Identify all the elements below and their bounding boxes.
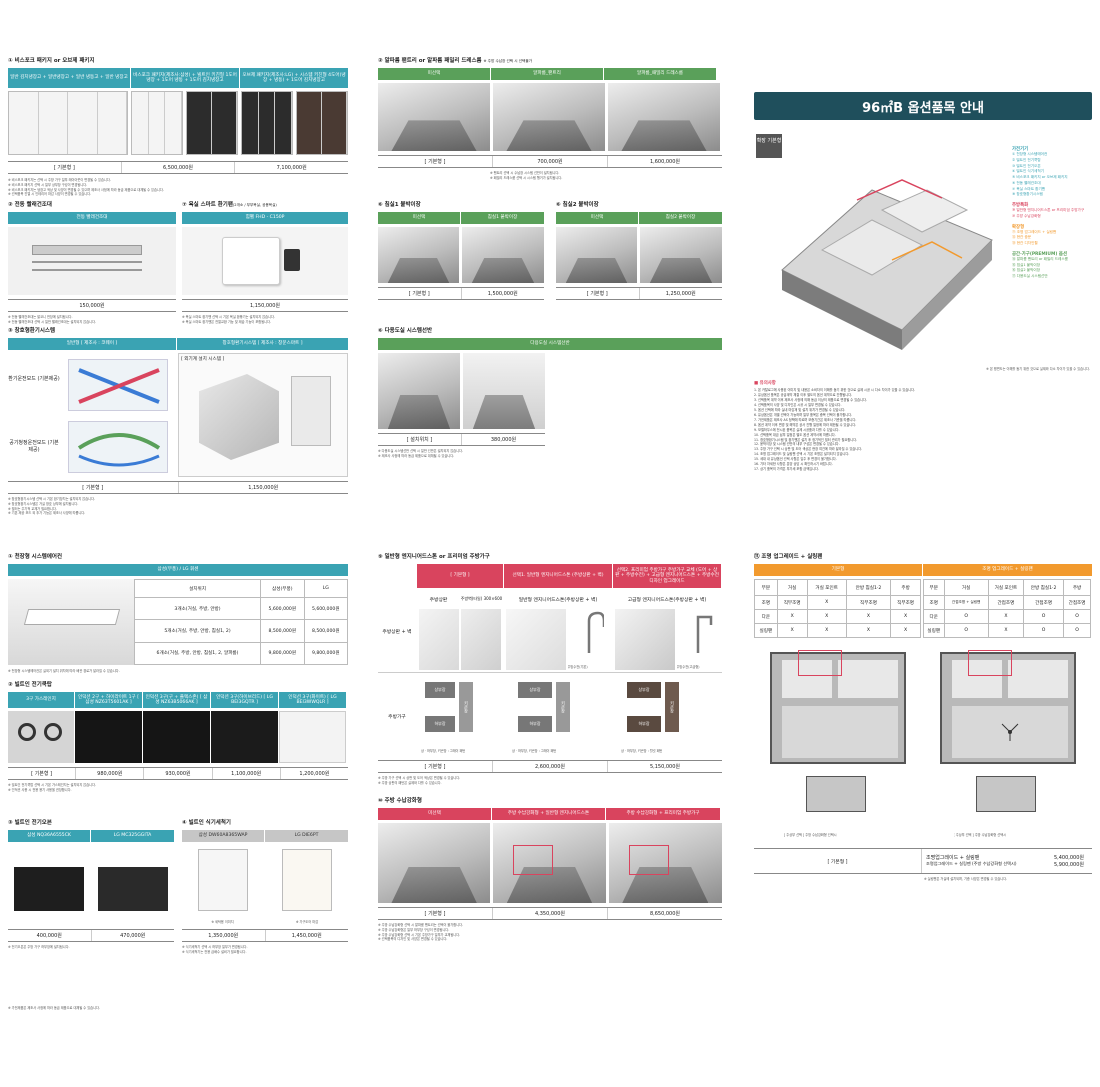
section-bespoke: ① 비스포크 패키지 or 오브제 패키지 일반 김치냉장고 + 일반냉장고 +… [8, 56, 348, 197]
ceiling-fan-icon [1001, 723, 1018, 741]
caution-panel: ■ 유의사항 1. 본 카탈로그에 사용된 이미지 및 내용은 소비자의 이해를… [754, 381, 916, 472]
floorplan-legend: 가전기기 ① 천장형 시스템에어컨 ② 빌트인 전기쿡탑 ③ 빌트인 전기오븐 … [1012, 146, 1092, 280]
upper-cabinet: 상부장 [518, 682, 552, 698]
floorplan-panel: 확장 기본형 가전기기 ① 천장형 시스템에어컨 ② 빌트인 전기쿡탑 ③ 빌트… [754, 132, 1092, 372]
stone-swatch [506, 609, 566, 670]
section-kitchen-storage: ⑩ 주방 수납강화형 미선택 주방 수납강화형 + 일반형 엔지니어드스톤 주방… [378, 796, 722, 942]
stone-swatch [615, 609, 675, 670]
gas-range-image [8, 711, 74, 763]
floorplan-base [770, 650, 906, 764]
section-cooktop: ② 빌트인 전기쿡탑 3구 가스레인지 인덕션 2구 + 하이라이트 1구 [ … [8, 680, 348, 793]
section-laundry: ② 전동 빨래건조대 전동 빨래건조대 150,000원 ※ 전동 빨래건조대는… [8, 200, 176, 325]
induction-white-image [279, 711, 346, 763]
vent-diagram-1 [68, 359, 168, 411]
legend-group-space: 공간·가구(PREMIUM) 옵션 ⑭ 알파룸 팬트리 or 패밀리 드레스룸 … [1012, 251, 1068, 278]
bath-fan-image [182, 227, 348, 295]
floorplan-kitchen-detail [975, 776, 1036, 812]
section-wardrobe-1: ⑥ 침실1 붙박이장 미선택 침실1 붙박이장 [ 기본형 ] 1,500,00… [378, 200, 544, 300]
bespoke-alt-image [186, 91, 238, 155]
vent-diagram-2 [68, 421, 168, 473]
floorplan-image [781, 179, 993, 350]
alpha-room-image [378, 83, 490, 151]
tall-cabinet: 키큰장 [665, 682, 679, 732]
section-aircon: ① 천장형 시스템에어컨 삼성(무풍) / LG 휘센 설치위치 삼성(무풍) … [8, 552, 348, 674]
oven-image [8, 845, 89, 925]
pantry-image [493, 83, 605, 151]
objet-image [241, 91, 293, 155]
induction-image [75, 711, 142, 763]
floorplan-upgrade [939, 650, 1076, 764]
countertop-swatch [419, 609, 459, 670]
faucet-icon [696, 615, 712, 653]
dishwasher-image [198, 849, 248, 911]
price-row: [ 기본형 ] 6,500,000원 7,100,000원 [8, 161, 348, 174]
laundry-image [8, 227, 176, 295]
column-header: 오브제 패키지(제조사:LG) + 시스템 키친형 4도어(냉장 + 냉동) +… [240, 68, 348, 88]
column-header: 비스포크 패키지(제조사:삼성) + 빌트인 키친형 1도어 냉장 + 1도어 … [131, 68, 239, 88]
bespoke-image [131, 91, 183, 155]
lower-cabinet: 하부장 [425, 716, 455, 732]
lower-cabinet: 하부장 [518, 716, 552, 732]
section-title: ① 비스포크 패키지 or 오브제 패키지 [8, 58, 95, 64]
lighting-price: [ 기본형 ] 조명업그레이드 + 실링팬 5,400,000원 조명업그레이드… [754, 848, 1092, 874]
lighting-table-base: 부분 거실 거실 포인트 안방 침실1·2 주방 조명 직부조명 X 직부조명 … [754, 579, 921, 638]
section-alpha-room: ② 알파룸 팬트리 or 알파룸 패밀리 드레스룸 ※ 주방 수납장 선택 시 … [378, 56, 722, 181]
section-wardrobe-2: ⑥ 침실2 붙박이장 미선택 침실2 붙박이장 [ 기본형 ] 1,250,00… [556, 200, 722, 300]
lower-cabinet: 하부장 [627, 716, 661, 732]
legend-group-kitchen: 주방특화 ⑨ 일반형 엔지니어드스톤 or 프리미엄 주방가구 ⑩ 주방 수납강… [1012, 203, 1085, 218]
legend-group-appliance: 가전기기 ① 천장형 시스템에어컨 ② 빌트인 전기쿡탑 ③ 빌트인 전기오븐 … [1012, 147, 1068, 197]
floorplan-label: 확장 기본형 [756, 134, 782, 158]
footer-note: ※ 가전제품은 제조사 사정에 따라 동급 제품으로 대체될 수 있습니다. [8, 1006, 100, 1010]
aircon-image [8, 579, 134, 665]
tall-cabinet: 키큰장 [556, 682, 570, 732]
induction-image [211, 711, 278, 763]
dressroom-image [608, 83, 720, 151]
lighting-table-upgrade: 부분 거실 거실 포인트 안방 침실1·2 주방 조명 간접조명 + 실링팬 간… [923, 579, 1091, 638]
wall-tile-swatch [461, 609, 501, 670]
fridge-image [8, 91, 128, 155]
section-kitchen: ⑨ 일반형 엔지니어드스톤 or 프리미엄 주방가구 [ 기본형 ] 선택1. … [378, 552, 722, 786]
aircon-table: 설치위치 삼성(무풍) LG 3개소(거실, 주방, 안방) 5,600,000… [133, 578, 348, 666]
tall-cabinet: 키큰장 [459, 682, 473, 732]
floorplan-kitchen-detail [806, 776, 866, 812]
vent-unit-image [199, 374, 279, 460]
legend-group-extension: 확장형 ⑪ 조명 업그레이드 + 실링팬 ⑫ 현관 중문 ⑬ 현관 디자인월 [1012, 224, 1057, 246]
oven-image [92, 845, 174, 925]
section-lighting: ⑪ 조명 업그레이드 + 실링팬 기본형 조명 업그레이드 + 실링팬 부분 거… [754, 552, 1092, 882]
section-ventilation: ③ 창호형환기시스템 일반형 [ 제조사 : 코웨이 ] 창호형환기시스템 [ … [8, 326, 348, 516]
induction-image [143, 711, 210, 763]
page-title: 96㎡B 옵션품목 안내 [754, 92, 1092, 120]
upper-cabinet: 상부장 [627, 682, 661, 698]
column-header: 일반 김치냉장고 + 일반냉장고 + 일반 냉동고 + 일반 냉장고 [8, 68, 130, 88]
dishwasher-image [282, 849, 332, 911]
section-dishwasher: ④ 빌트인 식기세척기 삼성 DW60A8365WAP LG DIE6PT ※ … [182, 818, 348, 955]
faucet-icon [587, 611, 604, 653]
section-oven: ③ 빌트인 전기오븐 삼성 NQ36A6555CK LG MC325GGITA … [8, 818, 174, 950]
objet-alt-image [296, 91, 348, 155]
section-system-shelf: ⑥ 다용도실 시스템선반 다용도실 시스템선반 [ 설치위치 ] 380,000… [378, 326, 722, 459]
upper-cabinet: 상부장 [425, 682, 455, 698]
section-bath-fan: ⑦ 욕실 스마트 환기팬(2개소 / 부부욕실, 공용욕실) 힘펠 FHD - … [182, 200, 348, 325]
